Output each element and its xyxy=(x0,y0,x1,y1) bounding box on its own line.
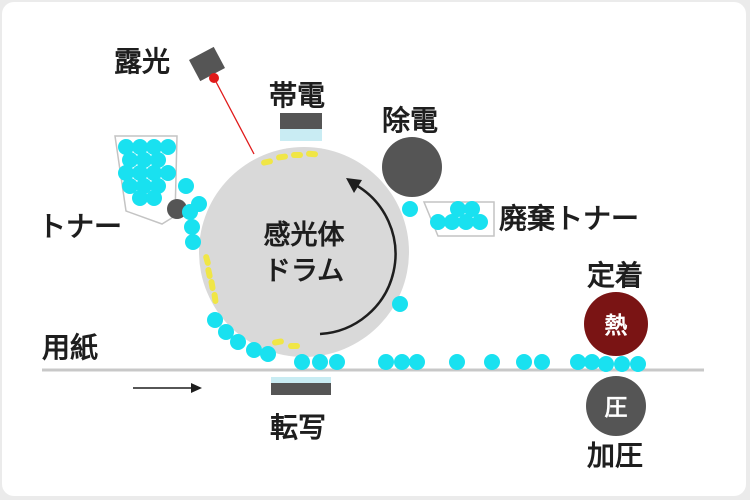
toner-particle xyxy=(394,354,410,370)
toner-particle xyxy=(230,334,246,350)
toner-particle xyxy=(409,354,425,370)
developer-roller xyxy=(167,199,187,219)
label-charging: 帯電 xyxy=(269,79,325,112)
rotation-arrowhead xyxy=(346,178,362,193)
toner-particle xyxy=(464,201,480,217)
toner-particle xyxy=(450,201,466,217)
toner-particle xyxy=(207,312,223,328)
toner-particle xyxy=(402,201,418,217)
label-heat: 熱 xyxy=(605,313,628,339)
toner-particle xyxy=(122,178,138,194)
paper-feed-arrowhead xyxy=(191,383,202,393)
toner-particle xyxy=(430,214,446,230)
toner-particle xyxy=(329,354,345,370)
toner-particle xyxy=(630,356,646,372)
toner-particle xyxy=(160,165,176,181)
label-fixing: 定着 xyxy=(587,259,643,292)
label-paper: 用紙 xyxy=(42,331,98,364)
toner-particle xyxy=(178,178,194,194)
toner-particle xyxy=(570,354,586,370)
label-exposure: 露光 xyxy=(114,45,170,78)
toner-particle xyxy=(444,214,460,230)
charge-mark xyxy=(276,153,288,161)
toner-particle xyxy=(146,190,162,206)
label-drum-line2: ドラム xyxy=(264,256,344,287)
toner-particle xyxy=(516,354,532,370)
label-discharge: 除電 xyxy=(382,104,438,137)
toner-particle xyxy=(150,152,166,168)
toner-particle xyxy=(246,342,262,358)
label-pressure: 加圧 xyxy=(587,439,643,472)
photoreceptor-drum xyxy=(199,147,409,357)
toner-particle xyxy=(146,139,162,155)
charge-mark xyxy=(291,152,303,158)
toner-particle xyxy=(534,354,550,370)
toner-particle xyxy=(378,354,394,370)
toner-particle xyxy=(472,214,488,230)
toner-particle xyxy=(584,354,600,370)
toner-particle xyxy=(312,354,328,370)
toner-particle xyxy=(122,152,138,168)
laser-beam xyxy=(213,77,255,155)
toner-particle xyxy=(260,346,276,362)
toner-particle xyxy=(449,354,465,370)
charge-mark xyxy=(306,150,318,158)
toner-particle xyxy=(484,354,500,370)
toner-particle xyxy=(118,165,134,181)
toner-particle xyxy=(614,356,630,372)
charge-mark xyxy=(208,279,216,291)
heat-roller xyxy=(584,292,648,356)
label-drum-line1: 感光体 xyxy=(264,219,346,251)
toner-particle xyxy=(118,139,134,155)
toner-particle xyxy=(458,214,474,230)
toner-particle xyxy=(598,356,614,372)
charge-mark xyxy=(272,338,284,346)
toner-particle xyxy=(136,152,152,168)
charge-mark xyxy=(203,254,211,266)
transfer-unit xyxy=(271,377,331,395)
label-pressure-symbol: 圧 xyxy=(605,395,628,421)
toner-particle xyxy=(218,324,234,340)
charge-marks xyxy=(203,150,318,349)
toner-particles xyxy=(118,139,646,372)
toner-particle xyxy=(146,165,162,181)
charge-mark xyxy=(288,343,300,349)
toner-particle xyxy=(392,296,408,312)
toner-particle xyxy=(294,354,310,370)
toner-particle xyxy=(185,234,201,250)
laser-emitter xyxy=(209,73,219,83)
label-toner: トナー xyxy=(38,210,122,243)
rotation-arrow xyxy=(319,182,397,336)
label-transfer: 転写 xyxy=(270,411,326,444)
toner-particle xyxy=(132,190,148,206)
exposure-unit xyxy=(189,46,255,155)
charge-mark xyxy=(205,267,213,279)
pressure-roller xyxy=(586,376,646,436)
charge-mark xyxy=(261,158,273,166)
discharge-roller xyxy=(382,137,442,197)
toner-particle xyxy=(182,204,198,220)
toner-particle xyxy=(132,139,148,155)
toner-particle xyxy=(184,219,200,235)
charge-mark xyxy=(211,292,219,304)
toner-particle xyxy=(132,165,148,181)
label-waste-toner: 廃棄トナー xyxy=(499,202,639,235)
toner-particle xyxy=(160,139,176,155)
charging-unit xyxy=(280,113,322,141)
